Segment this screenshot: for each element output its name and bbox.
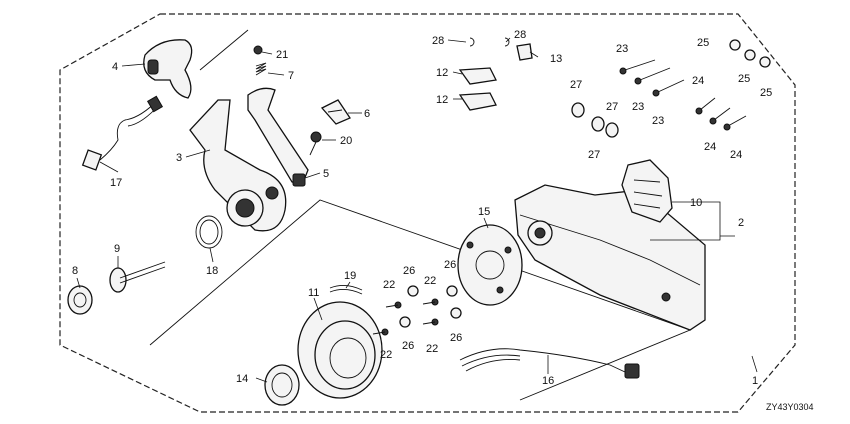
callout-22d: 22 <box>426 343 438 355</box>
callout-20: 20 <box>340 135 352 147</box>
callout-27a: 27 <box>570 79 582 91</box>
cap-part <box>67 285 93 315</box>
callout-11: 11 <box>308 287 319 299</box>
clip-parts <box>458 37 533 111</box>
leader-lines <box>76 37 758 383</box>
callout-17: 17 <box>110 177 122 189</box>
callout-6: 6 <box>364 108 370 120</box>
callout-18: 18 <box>206 265 218 277</box>
callout-28b: 28 <box>514 29 526 41</box>
assembly-border <box>59 13 796 413</box>
callout-12b: 12 <box>436 94 448 106</box>
callout-22c: 22 <box>380 349 392 361</box>
gear-part <box>264 364 300 406</box>
callout-23a: 23 <box>616 43 628 55</box>
base-plate-part <box>457 224 523 306</box>
callout-15: 15 <box>478 206 490 218</box>
washers-27 <box>571 102 619 138</box>
callout-26a: 26 <box>403 265 415 277</box>
callout-7: 7 <box>288 70 294 82</box>
callout-24b: 24 <box>704 141 716 153</box>
callout-13: 13 <box>550 53 562 65</box>
callout-12a: 12 <box>436 67 448 79</box>
small-screws <box>372 298 439 336</box>
callout-27b: 27 <box>606 101 618 113</box>
callout-27c: 27 <box>588 149 600 161</box>
cover-part <box>621 159 673 223</box>
callout-16: 16 <box>542 375 554 387</box>
lever-knob-part <box>143 39 193 99</box>
arc-spring-part <box>329 285 363 295</box>
callout-labels: 4 21 7 6 20 3 5 17 18 9 8 19 11 14 15 16… <box>72 29 772 387</box>
cable-part <box>459 348 640 379</box>
callout-5: 5 <box>323 168 329 180</box>
o-ring-part <box>195 215 223 249</box>
callout-23b: 23 <box>632 101 644 113</box>
callout-26c: 26 <box>402 340 414 352</box>
bolt-20-part <box>309 131 322 156</box>
callout-24c: 24 <box>730 149 742 161</box>
screw-21-part <box>253 45 263 55</box>
bracket-arm-part <box>247 87 309 187</box>
callout-14: 14 <box>236 373 248 385</box>
callout-4: 4 <box>112 61 118 73</box>
control-lever-part <box>189 99 287 232</box>
callout-25c: 25 <box>760 87 772 99</box>
callout-22b: 22 <box>424 275 436 287</box>
callout-28a: 28 <box>432 35 444 47</box>
callout-25b: 25 <box>738 73 750 85</box>
callout-19: 19 <box>344 270 356 282</box>
drum-part <box>297 301 383 399</box>
callout-3: 3 <box>176 152 182 164</box>
long-screws <box>619 59 747 131</box>
small-washers <box>399 285 462 328</box>
nuts <box>729 39 771 68</box>
callout-22a: 22 <box>383 279 395 291</box>
callout-9: 9 <box>114 243 120 255</box>
callout-26d: 26 <box>450 332 462 344</box>
leader-21 <box>199 29 249 71</box>
spring-part <box>255 62 267 76</box>
callout-10: 10 <box>690 197 702 209</box>
callout-2: 2 <box>738 217 744 229</box>
harness-part <box>81 95 164 171</box>
callout-23c: 23 <box>652 115 664 127</box>
callout-24a: 24 <box>692 75 704 87</box>
housing-part <box>514 184 706 331</box>
callout-21: 21 <box>276 49 288 61</box>
callout-8: 8 <box>72 265 78 277</box>
callout-25a: 25 <box>697 37 709 49</box>
callout-1: 1 <box>752 375 758 387</box>
callout-26b: 26 <box>444 259 456 271</box>
plate-part <box>320 99 351 125</box>
diagram-code: ZY43Y0304 <box>766 402 814 412</box>
